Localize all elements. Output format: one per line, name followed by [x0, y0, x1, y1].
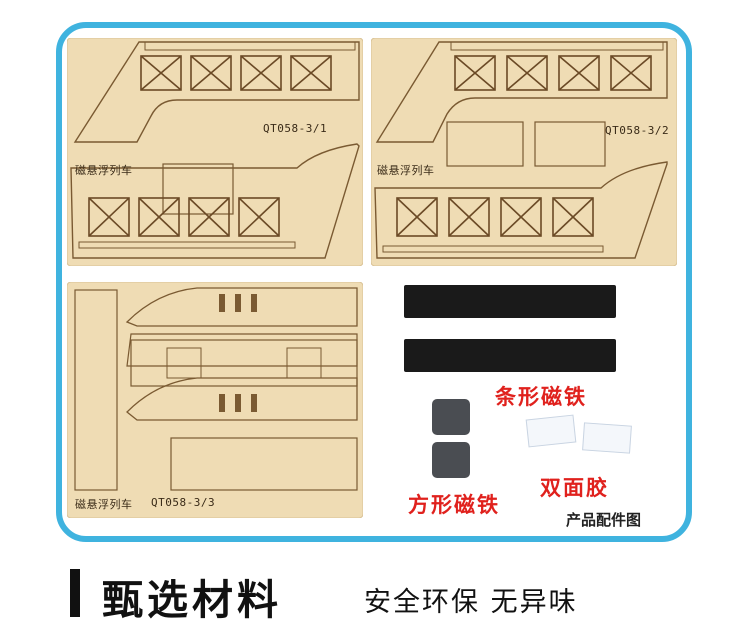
square-magnet-label: 方形磁铁	[408, 493, 500, 517]
board-code-label: QT058-3/1	[263, 122, 328, 135]
double-tape-label: 双面胶	[540, 476, 609, 500]
board-name-label: 磁悬浮列车	[377, 164, 435, 177]
board-name-label: 磁悬浮列车	[75, 498, 133, 511]
double-tape-piece-1	[525, 414, 577, 448]
plywood-board-2: QT058-3/2 磁悬浮列车	[371, 38, 677, 266]
headline-accent-bar	[70, 569, 80, 617]
strip-magnet-1	[404, 285, 616, 318]
board-code-label: QT058-3/2	[605, 124, 670, 137]
board-name-label: 磁悬浮列车	[75, 164, 133, 177]
strip-magnet-label: 条形磁铁	[495, 385, 587, 409]
photo-caption: 产品配件图	[566, 511, 642, 529]
headline: 甄选材料	[102, 576, 282, 624]
plywood-board-1: QT058-3/1 磁悬浮列车	[67, 38, 363, 266]
board-code-label: QT058-3/3	[151, 496, 216, 509]
subline: 安全环保 无异味	[364, 587, 578, 618]
strip-magnet-2	[404, 339, 616, 372]
square-magnet-1	[432, 399, 470, 435]
plywood-board-3: QT058-3/3 磁悬浮列车	[67, 282, 363, 518]
square-magnet-2	[432, 442, 470, 478]
double-tape-piece-2	[582, 422, 632, 454]
